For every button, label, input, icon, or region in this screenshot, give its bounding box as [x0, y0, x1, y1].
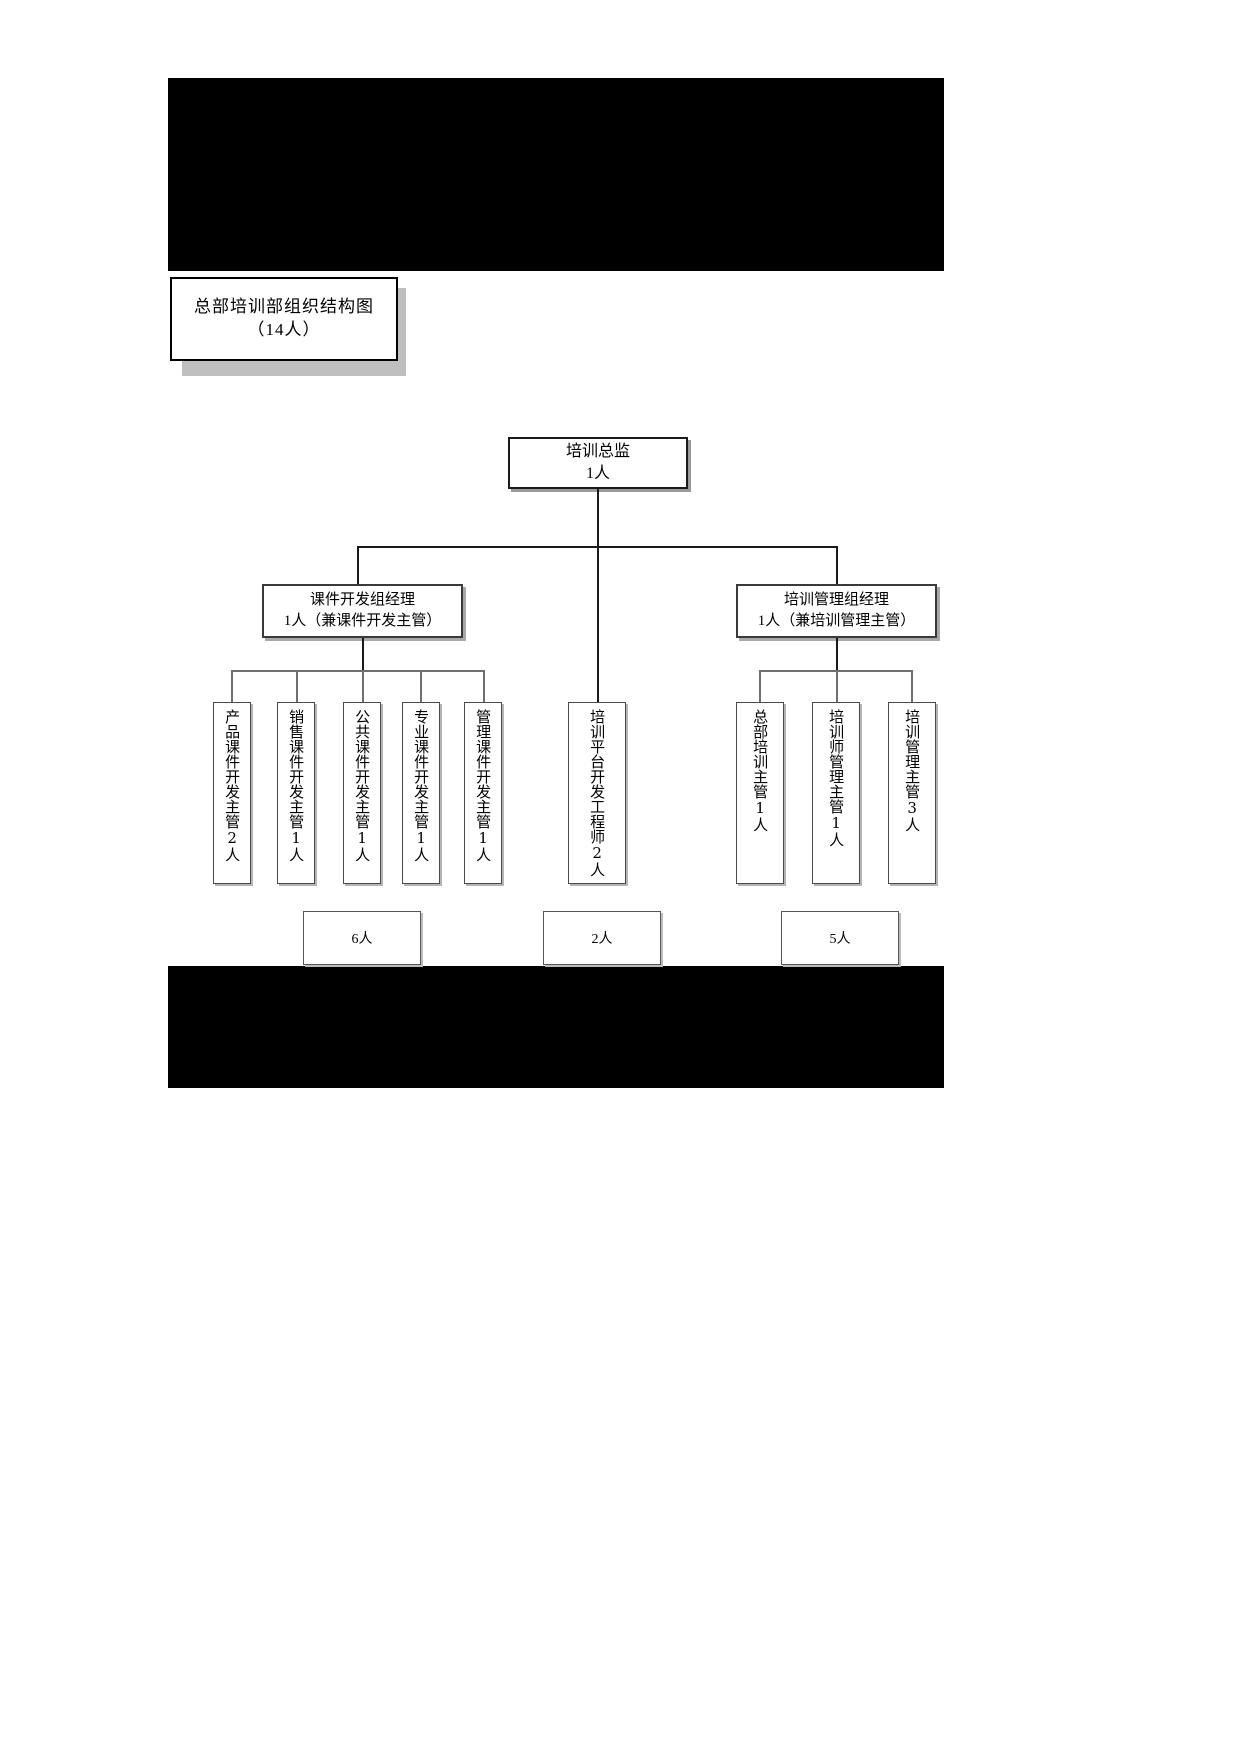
node-courseware-group-manager[interactable]: 课件开发组经理 1人（兼课件开发主管）	[262, 584, 463, 638]
subtotal-platform-group-value: 2人	[591, 932, 613, 947]
subtotal-training-mgmt-group: 5人	[781, 911, 899, 965]
node-management-courseware-supervisor[interactable]: 管理课件开发主管1人	[464, 702, 502, 884]
connector-training-mgmt-drop-1	[759, 670, 761, 702]
connector-courseware-drop-2	[296, 670, 298, 702]
connector-training-mgmt-drop-3	[911, 670, 913, 702]
connector-courseware-drop-3	[362, 670, 364, 702]
node-sales-courseware-supervisor-label: 销售课件开发主管1人	[287, 709, 306, 862]
node-courseware-group-manager-role: 课件开发组经理	[309, 592, 415, 608]
connector-root-stem	[597, 489, 599, 546]
node-product-courseware-supervisor-label: 产品课件开发主管2人	[223, 709, 242, 862]
node-public-courseware-supervisor-label: 公共课件开发主管1人	[353, 709, 372, 862]
node-hq-training-supervisor-label: 总部培训主管1人	[751, 709, 770, 832]
node-trainer-management-supervisor-label: 培训师管理主管1人	[827, 709, 846, 847]
node-training-management-supervisor[interactable]: 培训管理主管3人	[888, 702, 936, 884]
node-sales-courseware-supervisor[interactable]: 销售课件开发主管1人	[277, 702, 315, 884]
node-training-mgmt-group-manager-role: 培训管理组经理	[783, 592, 889, 608]
node-training-mgmt-group-manager-count: 1人（兼培训管理主管）	[757, 613, 916, 629]
node-product-courseware-supervisor[interactable]: 产品课件开发主管2人	[213, 702, 251, 884]
subtotal-platform-group: 2人	[543, 911, 661, 965]
connector-center-platform-stem	[597, 546, 599, 702]
chart-title-line1: 总部培训部组织结构图	[194, 297, 374, 317]
node-courseware-group-manager-count: 1人（兼课件开发主管）	[283, 613, 442, 629]
chart-title-line2: （14人）	[247, 320, 321, 339]
node-management-courseware-supervisor-label: 管理课件开发主管1人	[474, 709, 493, 862]
node-professional-courseware-supervisor-label: 专业课件开发主管1人	[412, 709, 431, 862]
node-trainer-management-supervisor[interactable]: 培训师管理主管1人	[812, 702, 860, 884]
connector-training-mgmt-drop-2	[836, 670, 838, 702]
connector-to-courseware-manager	[357, 546, 359, 586]
node-hq-training-supervisor[interactable]: 总部培训主管1人	[736, 702, 784, 884]
node-training-director[interactable]: 培训总监 1人	[508, 437, 688, 489]
node-public-courseware-supervisor[interactable]: 公共课件开发主管1人	[343, 702, 381, 884]
node-training-director-role: 培训总监	[565, 442, 630, 460]
subtotal-courseware-group: 6人	[303, 911, 421, 965]
connector-courseware-bus	[231, 670, 483, 672]
node-training-platform-engineer[interactable]: 培训平台开发工程师2人	[568, 702, 626, 884]
connector-courseware-drop-5	[483, 670, 485, 702]
connector-training-mgmt-stem	[836, 638, 838, 670]
redaction-band-top	[168, 78, 944, 271]
node-training-management-supervisor-label: 培训管理主管3人	[903, 709, 922, 832]
node-training-director-count: 1人	[585, 465, 610, 482]
node-professional-courseware-supervisor[interactable]: 专业课件开发主管1人	[402, 702, 440, 884]
subtotal-training-mgmt-group-value: 5人	[829, 932, 851, 947]
connector-courseware-drop-4	[420, 670, 422, 702]
connector-courseware-drop-1	[231, 670, 233, 702]
subtotal-courseware-group-value: 6人	[351, 932, 373, 947]
connector-courseware-stem	[362, 638, 364, 670]
node-training-platform-engineer-label: 培训平台开发工程师2人	[588, 709, 607, 877]
connector-to-training-mgmt-manager	[836, 546, 838, 586]
node-training-mgmt-group-manager[interactable]: 培训管理组经理 1人（兼培训管理主管）	[736, 584, 937, 638]
redaction-band-bottom	[168, 966, 944, 1088]
chart-title-box: 总部培训部组织结构图 （14人）	[170, 277, 398, 361]
